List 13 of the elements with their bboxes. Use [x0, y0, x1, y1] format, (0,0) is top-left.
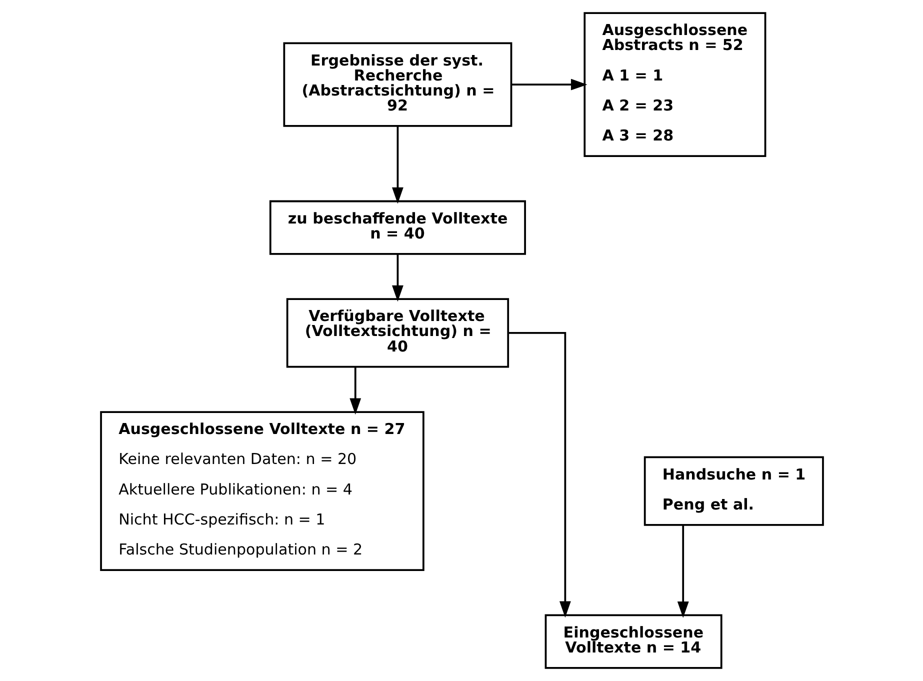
arrow: [508, 332, 570, 618]
node-box: zu beschaffende Volltexte n = 40: [268, 200, 526, 255]
node-box: Verfügbare Volltexte (Volltextsichtung) n = 40: [286, 298, 509, 368]
node-box: Ausgeschlossene Volltexte n = 27 Keine relevanten Daten: n = 20 Aktuellere Publikationen: n = 4 Nicht HCC-spezifisch: n = 1 Falsche Studienpopulation n = 2: [100, 411, 424, 572]
node-box: Eingeschlossene Volltexte n = 14: [544, 614, 722, 669]
node-box: Handsuche n = 1 Peng et al.: [643, 456, 824, 526]
node-box: Ausgeschlossene Abstracts n = 52 A 1 = 1 A 2 = 23 A 3 = 28: [583, 12, 766, 158]
node-box: Ergebnisse der syst. Recherche (Abstractsichtung) n = 92: [282, 42, 512, 127]
arrow: [392, 254, 403, 302]
arrow: [676, 525, 688, 618]
arrow: [392, 126, 403, 204]
arrow: [510, 78, 587, 90]
arrow: [349, 366, 361, 415]
